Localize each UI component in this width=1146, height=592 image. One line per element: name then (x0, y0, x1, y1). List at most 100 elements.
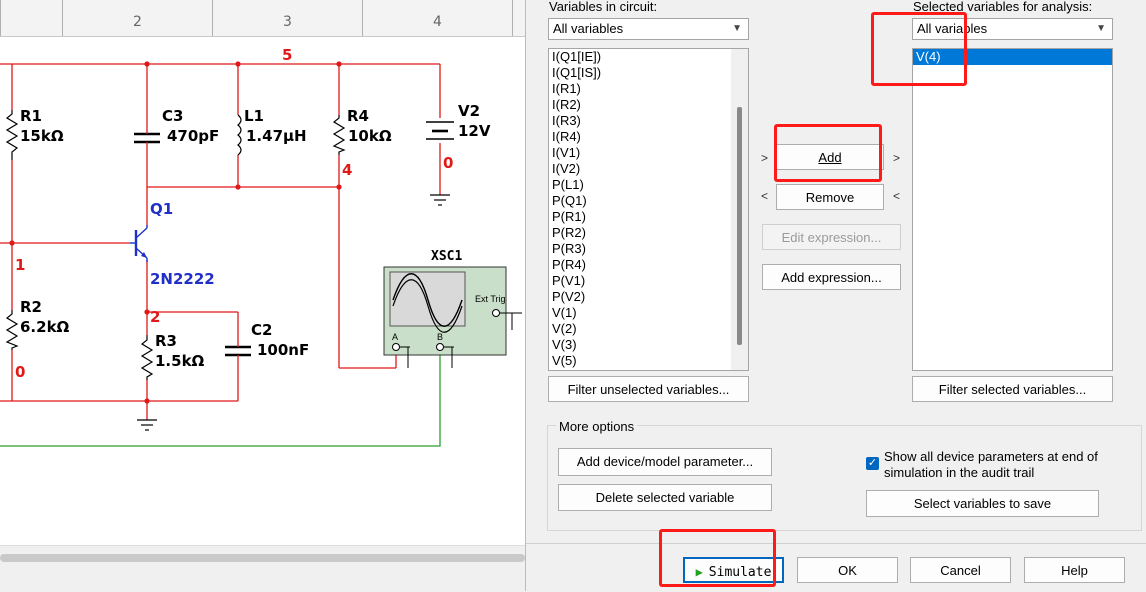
ruler: 2 3 4 (0, 0, 525, 37)
variable-list-item[interactable]: V(3) (552, 337, 577, 352)
selected-variables-label: Selected variables for analysis: (913, 0, 1093, 14)
l1-value: 1.47µH (246, 127, 307, 145)
node-5: 5 (282, 46, 292, 64)
output-variables-dialog: Variables in circuit: All variables▼ I(Q… (525, 0, 1146, 592)
delete-selected-variable-button[interactable]: Delete selected variable (558, 484, 772, 511)
help-button[interactable]: Help (1024, 557, 1125, 583)
variable-list-item[interactable]: P(R4) (552, 257, 586, 272)
r2-name: R2 (20, 298, 42, 316)
v2-value: 12V (458, 122, 491, 140)
r4-name: R4 (347, 107, 369, 125)
show-params-label: Show all device parameters at end of sim… (884, 449, 1098, 480)
variable-list-item[interactable]: I(R3) (552, 113, 581, 128)
variable-list-item[interactable]: I(V1) (552, 145, 581, 160)
r3-value: 1.5kΩ (155, 352, 205, 370)
add-button[interactable]: Add (776, 144, 884, 170)
resistor-r2 (5, 310, 19, 350)
variable-list-item[interactable]: I(Q1[IS]) (552, 65, 602, 80)
l1-name: L1 (244, 107, 264, 125)
wires (0, 63, 441, 420)
node-0-v2: 0 (443, 154, 453, 172)
node-0: 0 (15, 363, 25, 381)
play-icon: ▶ (695, 565, 703, 579)
variable-list-item[interactable]: P(V1) (552, 273, 586, 288)
add-expression-button[interactable]: Add expression... (762, 264, 901, 290)
ruler-cell-2: 2 (62, 0, 212, 36)
more-options-title: More options (556, 419, 638, 434)
node-1: 1 (15, 256, 25, 274)
variable-list-item[interactable]: P(L1) (552, 177, 584, 192)
c2-name: C2 (251, 321, 272, 339)
cancel-button[interactable]: Cancel (910, 557, 1011, 583)
horizontal-scrollbar[interactable] (0, 545, 525, 591)
ok-button[interactable]: OK (797, 557, 898, 583)
resistor-r1 (5, 110, 19, 160)
r4-value: 10kΩ (348, 127, 392, 145)
select-variables-to-save-button[interactable]: Select variables to save (866, 490, 1099, 517)
variable-list-item[interactable]: P(R3) (552, 241, 586, 256)
chevron-down-icon: ▼ (1096, 23, 1106, 34)
variable-list-item[interactable]: I(V2) (552, 161, 581, 176)
node-labels: 5 4 1 2 0 0 (15, 46, 453, 381)
transistor-q1 (130, 225, 148, 262)
simulate-button[interactable]: ▶Simulate (683, 557, 784, 583)
inductor-l1 (237, 114, 242, 156)
variable-list-item[interactable]: P(Q1) (552, 193, 587, 208)
selected-list-item[interactable]: V(4) (913, 49, 1112, 65)
resistor-r4 (332, 115, 346, 155)
variable-list-item[interactable]: V(5) (552, 353, 577, 368)
oscilloscope-xsc1: XSC1 Ext Trig A B (383, 249, 522, 368)
selected-variables-listbox[interactable]: V(4) (912, 48, 1113, 371)
node-4: 4 (342, 161, 352, 179)
add-device-param-button[interactable]: Add device/model parameter... (558, 448, 772, 476)
variable-list-item[interactable]: I(Q1[IE]) (552, 49, 602, 64)
filter-unselected-button[interactable]: Filter unselected variables... (548, 376, 749, 402)
selected-filter-combo[interactable]: All variables▼ (912, 18, 1113, 40)
q1-model: 2N2222 (150, 270, 215, 288)
more-options-group (547, 425, 1142, 531)
variable-list-item[interactable]: I(R4) (552, 129, 581, 144)
ext-trig-label: Ext Trig (475, 294, 506, 304)
variable-list-item[interactable]: P(R2) (552, 225, 586, 240)
r2-value: 6.2kΩ (20, 318, 70, 336)
ruler-cell-3: 3 (212, 0, 362, 36)
c3-value: 470pF (167, 127, 219, 145)
variables-in-circuit-label: Variables in circuit: (549, 0, 658, 14)
ruler-cell-4: 4 (362, 0, 512, 36)
sine-wave-icon (392, 273, 463, 327)
oscilloscope-name: XSC1 (431, 249, 462, 264)
resistor-r3 (140, 335, 154, 380)
filter-selected-button[interactable]: Filter selected variables... (912, 376, 1113, 402)
probe-wire-b (0, 350, 441, 447)
channel-b-label: B (437, 332, 443, 342)
listbox-scrollbar[interactable] (731, 49, 748, 370)
variables-filter-combo[interactable]: All variables▼ (548, 18, 749, 40)
edit-expression-button[interactable]: Edit expression... (762, 224, 901, 250)
component-labels: R1 15kΩ C3 470pF L1 1.47µH R4 10kΩ V2 12… (20, 102, 491, 370)
variables-listbox[interactable]: I(Q1[IE])I(Q1[IS])I(R1)I(R2)I(R3)I(R4)I(… (548, 48, 749, 371)
remove-arrow-left-icon: < (761, 189, 769, 203)
schematic-canvas[interactable]: 2 3 4 (0, 0, 525, 591)
c3-name: C3 (162, 107, 183, 125)
r1-name: R1 (20, 107, 42, 125)
v2-name: V2 (458, 102, 480, 120)
variable-list-item[interactable]: I(R1) (552, 81, 581, 96)
variable-list-item[interactable]: P(V2) (552, 289, 586, 304)
ground-symbols (137, 194, 450, 431)
variable-list-item[interactable]: P(R1) (552, 209, 586, 224)
chevron-down-icon: ▼ (732, 23, 742, 34)
c2-value: 100nF (257, 341, 309, 359)
remove-button[interactable]: Remove (776, 184, 884, 210)
r3-name: R3 (155, 332, 177, 350)
remove-arrow-right-icon: < (893, 189, 901, 203)
add-arrow-left-icon: > (761, 151, 769, 165)
variable-list-item[interactable]: V(2) (552, 321, 577, 336)
q1-name: Q1 (150, 200, 173, 218)
battery-v2 (426, 121, 454, 140)
ruler-cell (512, 0, 525, 36)
variable-list-item[interactable]: I(R2) (552, 97, 581, 112)
show-params-checkbox[interactable]: ✓ (866, 457, 879, 470)
variable-list-item[interactable]: V(1) (552, 305, 577, 320)
dialog-button-bar: ▶Simulate OK Cancel Help (526, 543, 1146, 592)
node-2: 2 (150, 308, 160, 326)
